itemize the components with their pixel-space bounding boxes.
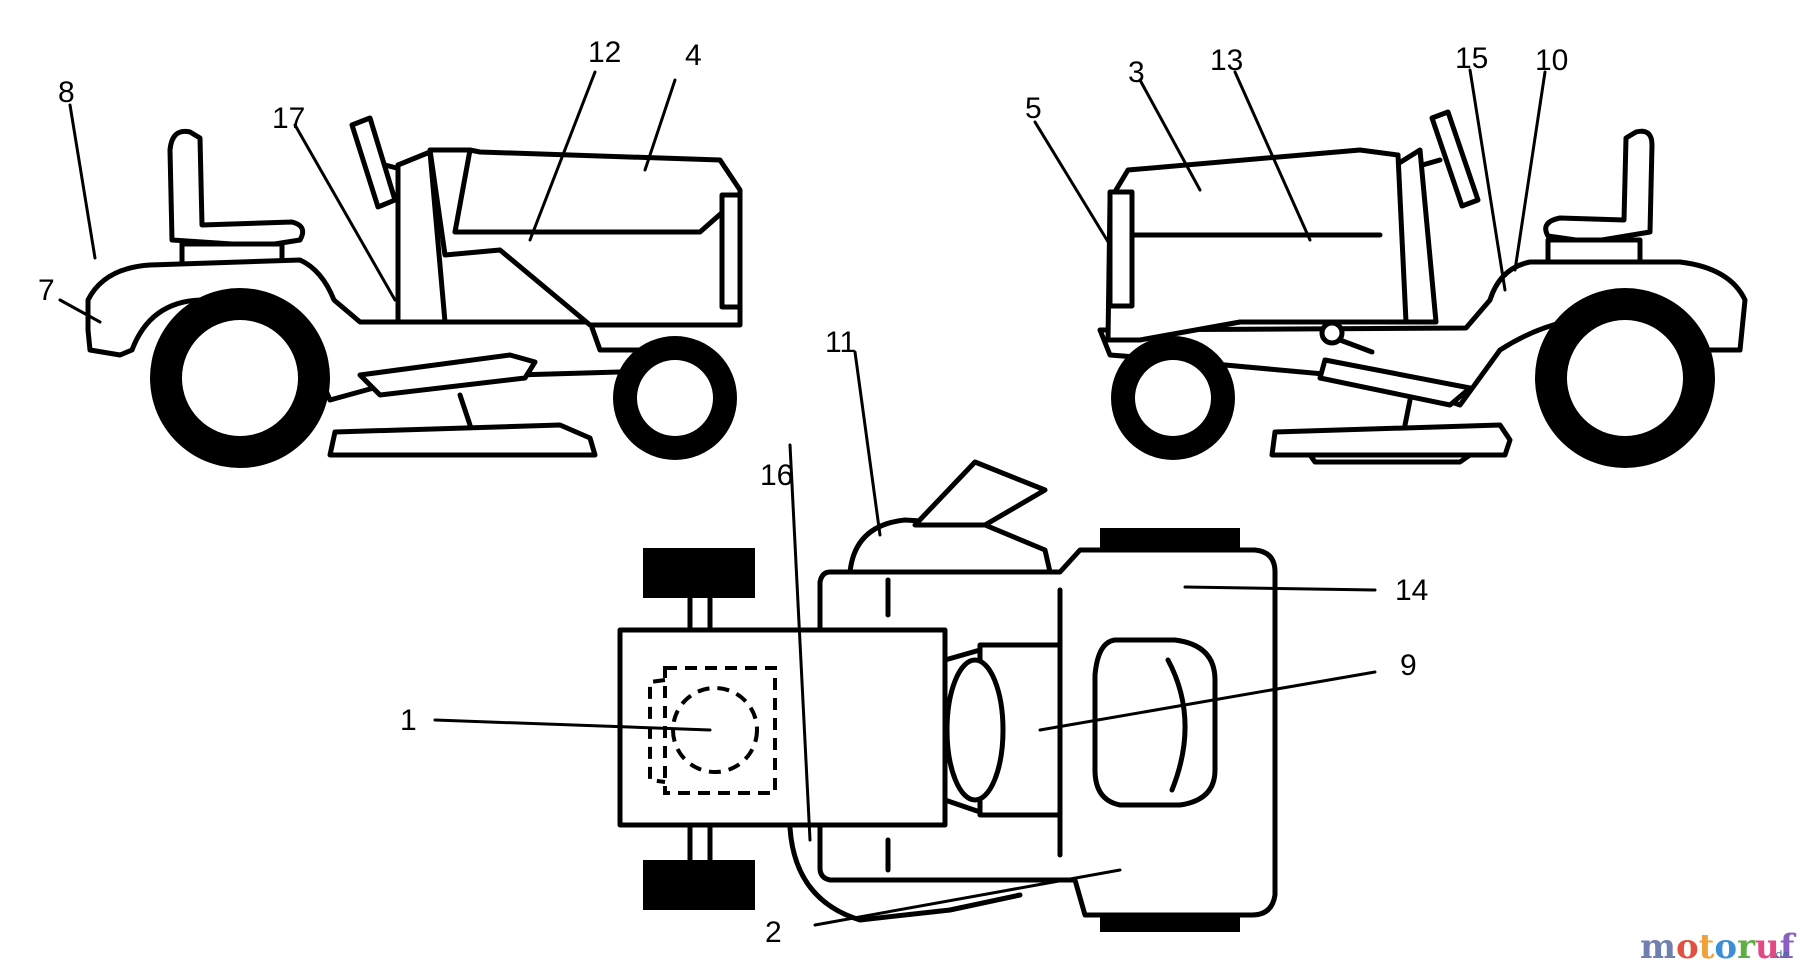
callout-5: 5 [1025, 92, 1042, 125]
watermark-letter: o [1714, 927, 1737, 967]
callout-17: 17 [272, 102, 305, 135]
watermark-letter: t [1699, 927, 1715, 967]
callout-13: 13 [1210, 44, 1243, 77]
tractor-left-side-view [85, 115, 743, 468]
callout-2: 2 [765, 916, 782, 949]
callout-10: 10 [1535, 44, 1568, 77]
watermark-letter: f [1780, 927, 1797, 967]
leader-lines [58, 68, 1547, 927]
watermark-suffix: .de [1772, 948, 1789, 961]
watermark-letter: r [1737, 927, 1756, 967]
callout-12: 12 [588, 36, 621, 69]
motoruf-watermark: motoruf .de [1640, 927, 1797, 967]
callout-15: 15 [1455, 42, 1488, 75]
tractor-right-side-view [1097, 109, 1748, 468]
callout-1: 1 [400, 704, 417, 737]
callout-8: 8 [58, 76, 75, 109]
callout-9: 9 [1400, 649, 1417, 682]
svg-text:motoruf: motoruf [1640, 927, 1797, 967]
tractor-top-view [617, 459, 1278, 932]
callout-4: 4 [685, 39, 702, 72]
callout-7: 7 [38, 274, 55, 307]
watermark-letter: m [1640, 927, 1676, 967]
callout-16: 16 [760, 459, 793, 492]
watermark-letter: o [1676, 927, 1699, 967]
callout-labels: 1 2 3 4 5 7 8 9 10 11 12 13 14 15 16 17 [38, 36, 1568, 949]
watermark-letter: u [1755, 927, 1780, 967]
callout-3: 3 [1128, 56, 1145, 89]
callout-14: 14 [1395, 574, 1428, 607]
callout-11: 11 [825, 326, 856, 359]
